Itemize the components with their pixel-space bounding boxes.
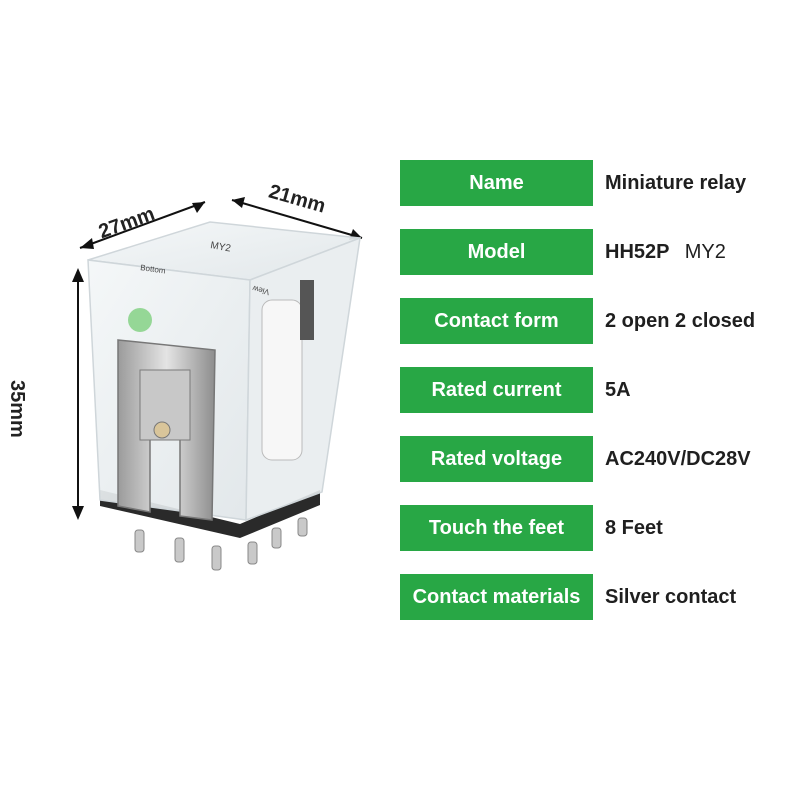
relay-pins xyxy=(134,517,308,571)
housing-view-text: View xyxy=(251,284,270,297)
spec-value: 2 open 2 closed xyxy=(605,309,756,332)
spec-row-name: Name Miniature relay xyxy=(400,160,780,206)
spec-value: HH52P MY2 xyxy=(605,241,726,264)
spec-value: Silver contact xyxy=(605,585,737,608)
spec-value: 5A xyxy=(605,378,631,401)
spec-value: 8 Feet xyxy=(605,516,663,539)
relay-armature xyxy=(300,280,314,340)
spec-row-model: Model HH52P MY2 xyxy=(400,229,780,275)
spec-label: Rated voltage xyxy=(400,436,593,482)
spec-row-contact-form: Contact form 2 open 2 closed xyxy=(400,298,780,344)
spec-label: Rated current xyxy=(400,367,593,413)
relay-illustration: MY2 Bottom View xyxy=(72,197,363,571)
spec-label: Contact form xyxy=(400,298,593,344)
spec-label: Contact materials xyxy=(400,574,593,620)
relay-indicator xyxy=(128,308,152,332)
spec-row-rated-voltage: Rated voltage AC240V/DC28V xyxy=(400,436,780,482)
spec-row-contact-materials: Contact materials Silver contact xyxy=(400,574,780,620)
spec-row-touch-feet: Touch the feet 8 Feet xyxy=(400,505,780,551)
relay-coil xyxy=(261,299,303,461)
spec-label: Name xyxy=(400,160,593,206)
relay-base xyxy=(100,490,320,538)
spec-label: Model xyxy=(400,229,593,275)
housing-model-mark: MY2 xyxy=(209,240,232,254)
spec-value-main: HH52P xyxy=(605,240,670,263)
spec-value: AC240V/DC28V xyxy=(605,447,751,470)
spec-value: Miniature relay xyxy=(605,171,747,194)
relay-screw xyxy=(153,421,171,439)
height-dimension-arrow xyxy=(72,268,84,520)
spec-label: Touch the feet xyxy=(400,505,593,551)
spec-value-extra: MY2 xyxy=(684,240,726,263)
width-dimension-arrow xyxy=(79,201,206,249)
spec-row-rated-current: Rated current 5A xyxy=(400,367,780,413)
housing-bottom-text: Bottom xyxy=(140,263,167,275)
height-dimension-label: 35mm xyxy=(6,380,28,438)
